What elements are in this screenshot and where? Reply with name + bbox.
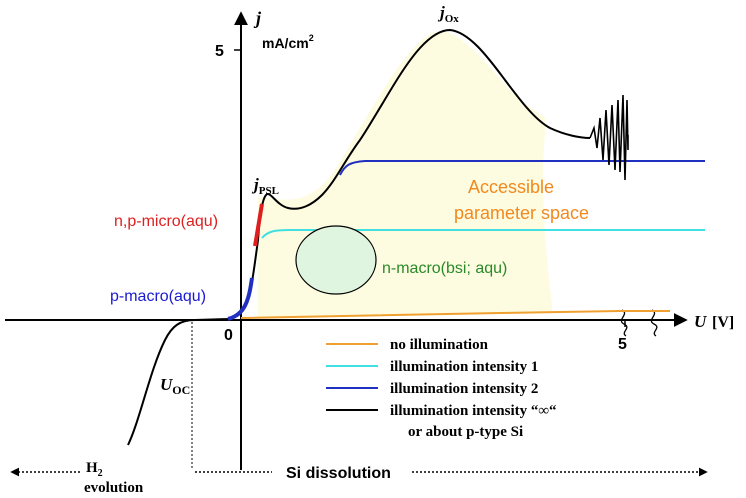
accessible-label-line1: Accessible — [468, 177, 554, 197]
x-tick-label: 5 — [618, 336, 627, 353]
accessible-label-line2: parameter space — [454, 203, 589, 223]
legend-label-no-illumination: no illumination — [390, 337, 489, 353]
origin-tick-label: 0 — [224, 327, 233, 344]
y-tick-label: 5 — [215, 43, 224, 60]
h2-evolution-label: evolution — [84, 480, 144, 496]
n-macro-label: n-macro(bsi; aqu) — [382, 260, 507, 277]
curve-illumination-infinite — [127, 28, 591, 446]
legend-label-illumination-1: illumination intensity 1 — [390, 359, 538, 375]
y-axis-symbol: j — [253, 8, 262, 28]
h2-label: H2 — [86, 460, 103, 479]
legend: no illumination illumination intensity 1… — [326, 337, 557, 440]
curve-p-macro-segment — [227, 277, 254, 321]
axis-break-mark — [620, 309, 628, 337]
x-axis-unit: [V] — [712, 314, 734, 331]
n-macro-region — [295, 225, 377, 295]
curve-illumination-2 — [339, 160, 705, 176]
legend-label-illumination-infinite: illumination intensity “∞“ — [390, 403, 557, 419]
x-axis-symbol: U — [694, 312, 707, 331]
j-psl-label: jPSL — [251, 175, 279, 197]
curve-oscillation — [589, 94, 629, 181]
u-oc-label: UOC — [160, 375, 190, 397]
legend-label-illumination-2: illumination intensity 2 — [390, 381, 538, 397]
legend-label-p-type-si: or about p-type Si — [408, 424, 523, 440]
n-p-micro-label: n,p-micro(aqu) — [114, 213, 218, 230]
curve-no-illumination — [240, 310, 670, 319]
si-dissolution-label: Si dissolution — [286, 465, 391, 482]
j-ox-label: jOx — [437, 3, 459, 25]
p-macro-label: p-macro(aqu) — [110, 288, 206, 305]
axis-break-mark — [650, 309, 658, 337]
curve-np-micro-segment — [253, 203, 264, 247]
curve-illumination-1 — [261, 229, 705, 239]
y-axis-unit: mA/cm2 — [262, 33, 314, 51]
